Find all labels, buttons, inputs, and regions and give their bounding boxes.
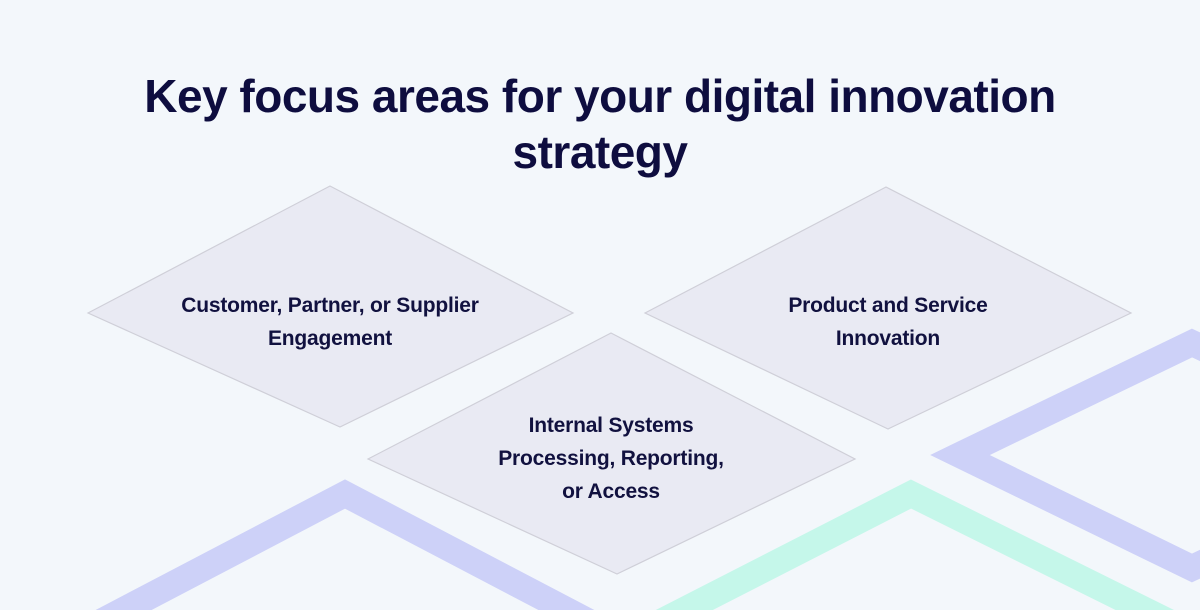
focus-area-label-line: or Access	[562, 480, 660, 503]
focus-area-label-line: Processing, Reporting,	[498, 447, 724, 470]
focus-area-label-line: Engagement	[267, 327, 393, 350]
focus-area-label-line: Customer, Partner, or Supplier	[181, 294, 479, 317]
focus-area-customer-engagement: Customer, Partner, or Supplier Engagemen…	[130, 289, 530, 355]
focus-area-label-line: Product and Service	[788, 294, 988, 317]
page-title-line-2: strategy	[512, 126, 688, 178]
page-title-line-1: Key focus areas for your digital innovat…	[144, 70, 1056, 122]
lavender-diamond-decoration	[930, 328, 1200, 583]
page-title: Key focus areas for your digital innovat…	[0, 68, 1200, 180]
focus-area-label-line: Internal Systems	[528, 414, 694, 437]
focus-area-product-innovation: Product and Service Innovation	[688, 289, 1088, 355]
lavender-chevron-decoration	[95, 479, 595, 610]
mint-chevron-decoration	[655, 479, 1175, 610]
focus-diamond-internal-systems	[366, 332, 857, 575]
focus-area-label-line: Innovation	[835, 327, 941, 350]
focus-diamond-product-innovation	[643, 186, 1133, 430]
focus-area-internal-systems: Internal Systems Processing, Reporting, …	[411, 409, 811, 508]
focus-diamond-customer-engagement	[86, 185, 575, 428]
